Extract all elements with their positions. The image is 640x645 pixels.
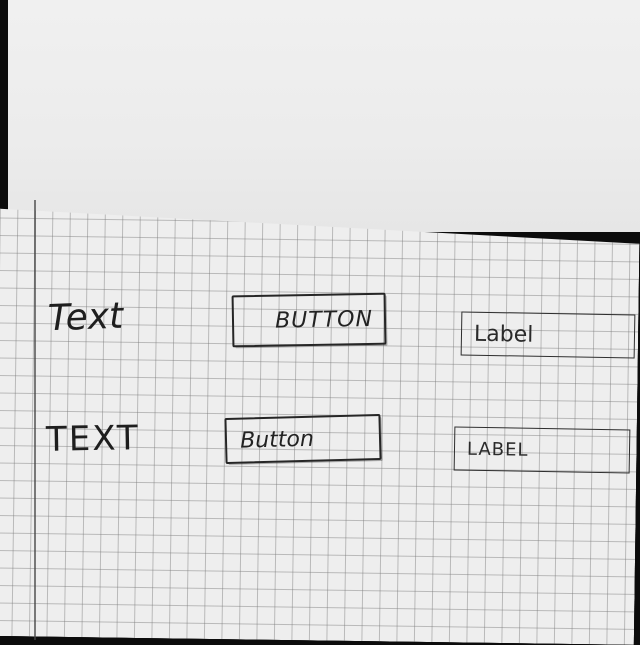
text-sample-uppercase: TEXT xyxy=(45,418,141,460)
button-sample-uppercase-label: BUTTON xyxy=(274,306,374,334)
plain-paper-sheet xyxy=(8,0,640,232)
label-sample-uppercase: LABEL xyxy=(453,426,631,474)
button-sample-mixed-case-label: Button xyxy=(239,426,315,454)
text-sample-mixed-case: Text xyxy=(47,295,124,340)
button-sample-uppercase[interactable]: BUTTON xyxy=(231,292,387,348)
label-sample-uppercase-text: LABEL xyxy=(466,438,529,461)
label-sample-mixed-case-text: Label xyxy=(473,321,534,348)
button-sample-mixed-case[interactable]: Button xyxy=(224,413,382,465)
label-sample-mixed-case: Label xyxy=(460,311,636,359)
paper-margin-line xyxy=(34,200,36,640)
